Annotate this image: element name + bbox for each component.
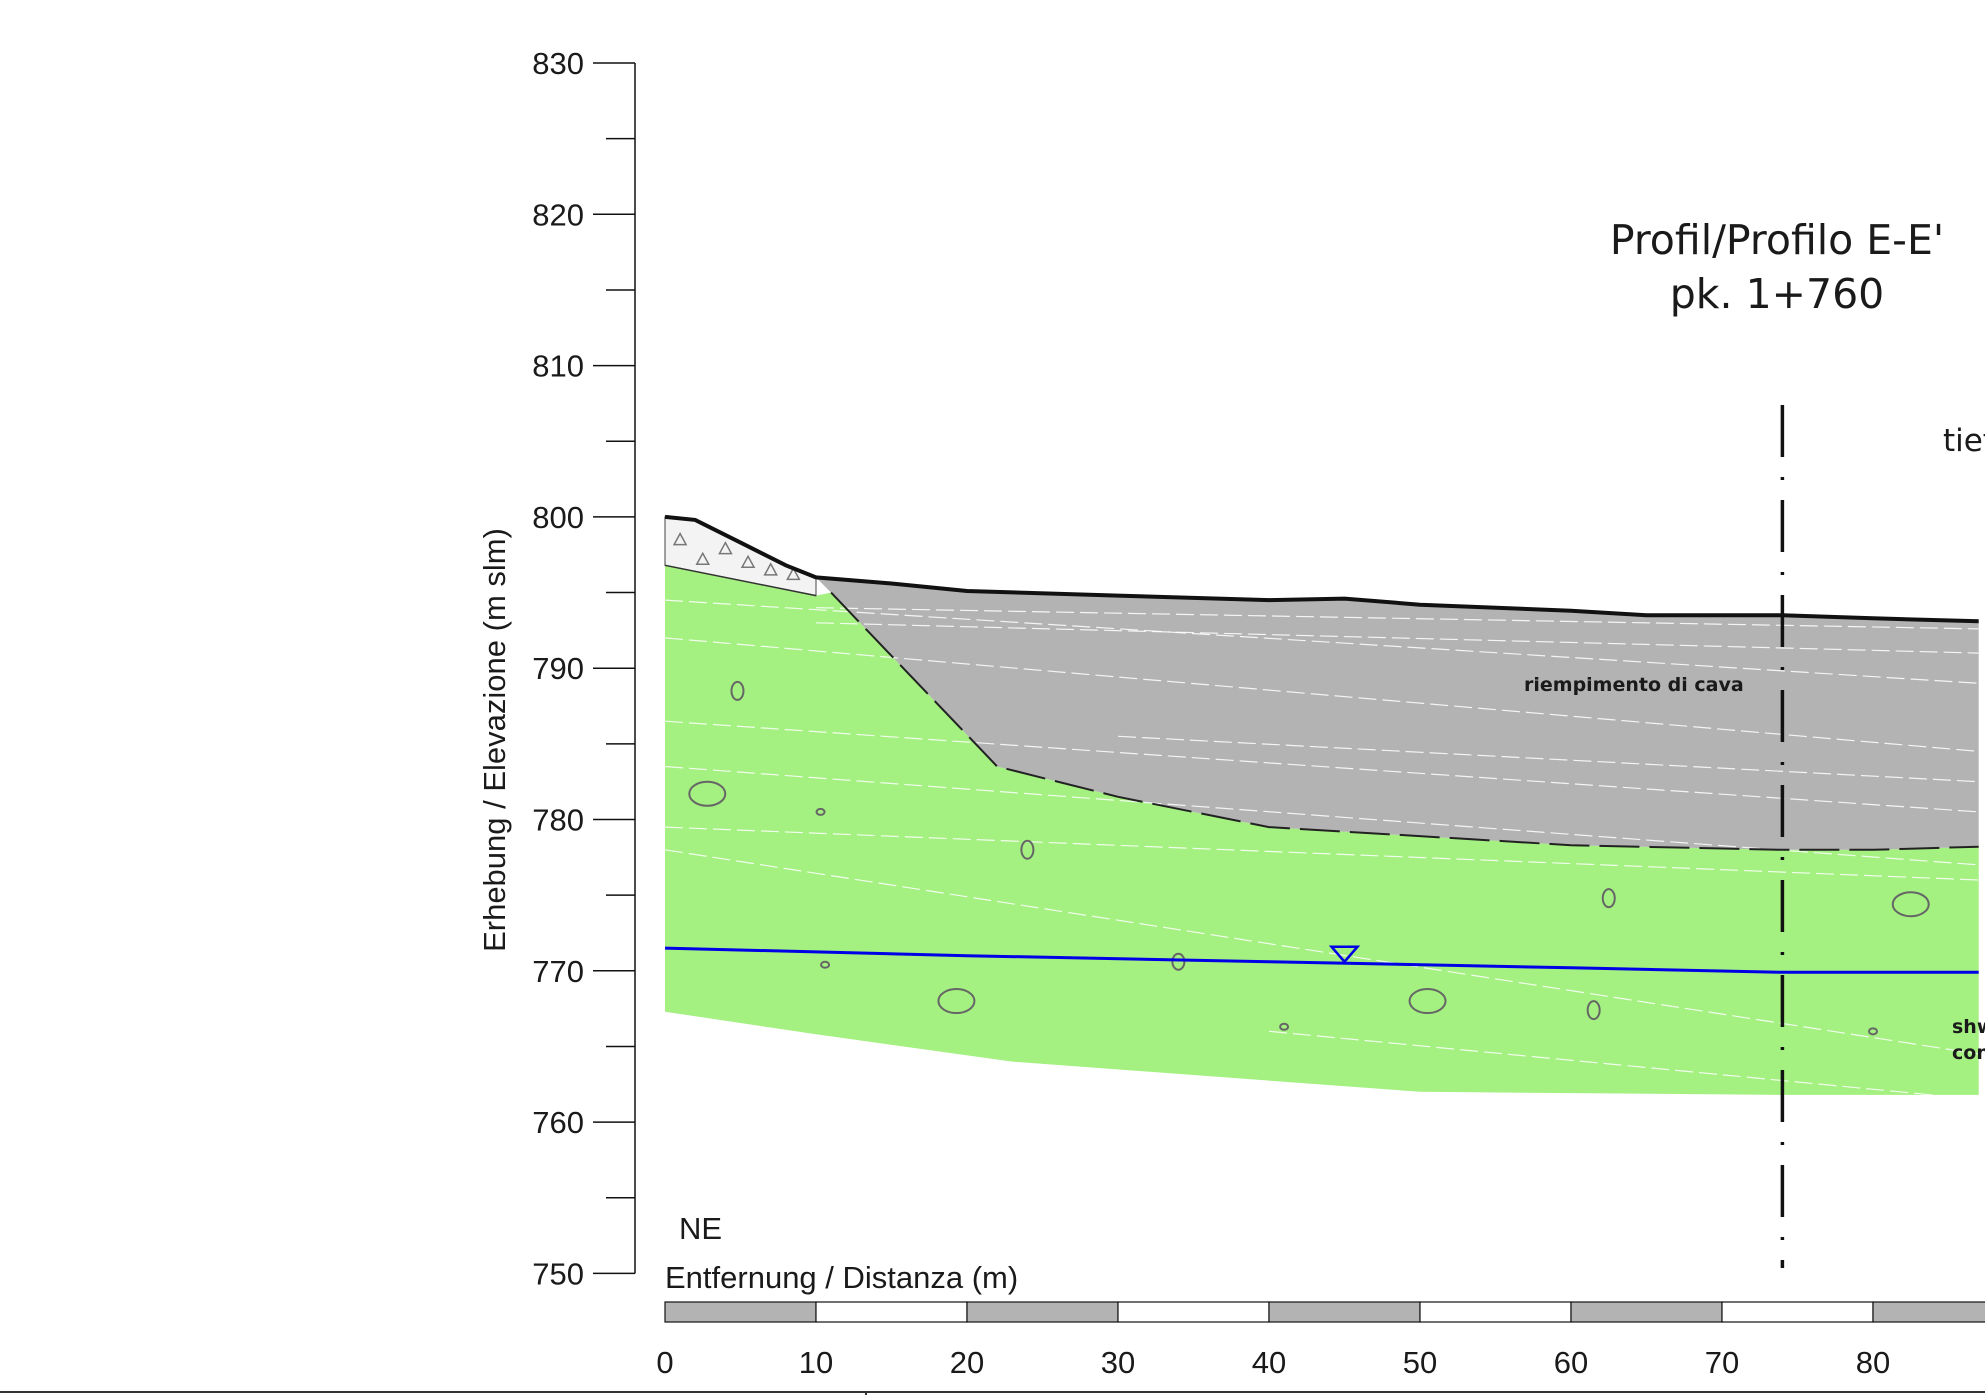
gravel-layer: [665, 565, 1979, 1095]
x-axis: 0 10 20 30 40 50 60 70 80: [0, 1301, 1985, 1395]
orientation-label: NE: [679, 1211, 722, 1246]
bedding-line: [664, 599, 1979, 684]
x-tick-label: 60: [1554, 1345, 1588, 1380]
y-tick-label: 750: [532, 1256, 584, 1291]
x-tick-label: 40: [1252, 1345, 1286, 1380]
bedding-line: [664, 826, 1979, 881]
pebble-icon: [815, 807, 826, 816]
y-tick-label: 830: [532, 46, 584, 81]
x-axis-title: Entfernung / Distanza (m): [665, 1260, 1018, 1295]
y-axis-title: Erhebung / Elevazione (m slm): [477, 528, 512, 952]
topsoil-symbol: [786, 566, 801, 581]
pebble-icon: [1408, 988, 1447, 1015]
bedding-line: [815, 607, 1979, 630]
pebble-icon: [1586, 1000, 1601, 1021]
quarry-fill-label: riempimento di cava: [1524, 674, 1744, 696]
topsoil-symbol: [695, 551, 711, 566]
y-tick-label: 810: [532, 349, 584, 384]
y-axis: 750 760 770 780 790 800 810 820 830: [532, 46, 636, 1291]
pebble-icon: [1020, 839, 1035, 860]
pebble-icon: [1279, 1022, 1290, 1031]
pebble-icon: [1868, 1027, 1878, 1036]
y-tick-label: 790: [532, 651, 584, 686]
y-tick-label: 770: [532, 954, 584, 989]
cut-off-label: tief: [1943, 423, 1985, 459]
scale-bar-segment: [966, 1301, 1119, 1323]
scale-bar-segment: [1117, 1301, 1270, 1323]
bedding-line: [664, 637, 1979, 752]
pebble-icon: [688, 780, 727, 807]
topsoil-symbol: [740, 554, 756, 569]
bedding-lines: [664, 599, 1979, 1100]
gravel-top-line: [664, 564, 817, 597]
pebble-icon: [730, 680, 745, 701]
x-tick-label: 30: [1101, 1345, 1135, 1380]
scale-bar-segment: [1268, 1301, 1421, 1323]
x-tick-label: 80: [1856, 1345, 1890, 1380]
pebble-icon: [937, 988, 976, 1015]
groundwater-marker-icon: [1328, 945, 1361, 964]
profile-subtitle: pk. 1+760: [1670, 270, 1885, 318]
profile-title: Profil/Profilo E-E': [1610, 216, 1944, 264]
scale-bar-segment: [815, 1301, 968, 1323]
bedding-line: [664, 849, 1979, 1055]
quarry-base-line: [830, 591, 1979, 851]
x-tick-label: 50: [1403, 1345, 1437, 1380]
scale-bar-segment: [664, 1301, 817, 1323]
gravel-label-line1: shw: [1952, 1016, 1985, 1038]
geological-layers: [664, 405, 1979, 1268]
topsoil-symbol: [763, 562, 778, 576]
y-tick-label: 760: [532, 1105, 584, 1140]
ground-surface-line: [664, 514, 1979, 624]
scale-bar-segment: [1872, 1301, 1985, 1323]
bedding-line: [815, 622, 1979, 654]
scale-bar-segment: [1419, 1301, 1572, 1323]
pebble-icon: [1601, 888, 1616, 909]
x-tick-label: 20: [950, 1345, 984, 1380]
topsoil-symbol: [718, 541, 733, 555]
pebble-icon: [1171, 952, 1186, 971]
y-tick-label: 820: [532, 197, 584, 232]
pebble-symbols: [672, 532, 1930, 1036]
bedding-line: [664, 720, 1979, 813]
gravel-label-line2: con: [1952, 1042, 1985, 1064]
scale-bar-segment: [1570, 1301, 1723, 1323]
pebble-icon: [1891, 891, 1930, 918]
scale-bar-segment: [1721, 1301, 1874, 1323]
topsoil-symbol: [672, 532, 688, 546]
y-tick-label: 780: [532, 803, 584, 838]
y-tick-label: 800: [532, 500, 584, 535]
pebble-icon: [820, 960, 831, 969]
x-tick-label: 0: [656, 1345, 673, 1380]
groundwater-line: [664, 946, 1979, 974]
x-tick-label: 10: [799, 1345, 833, 1380]
x-tick-label: 70: [1705, 1345, 1739, 1380]
